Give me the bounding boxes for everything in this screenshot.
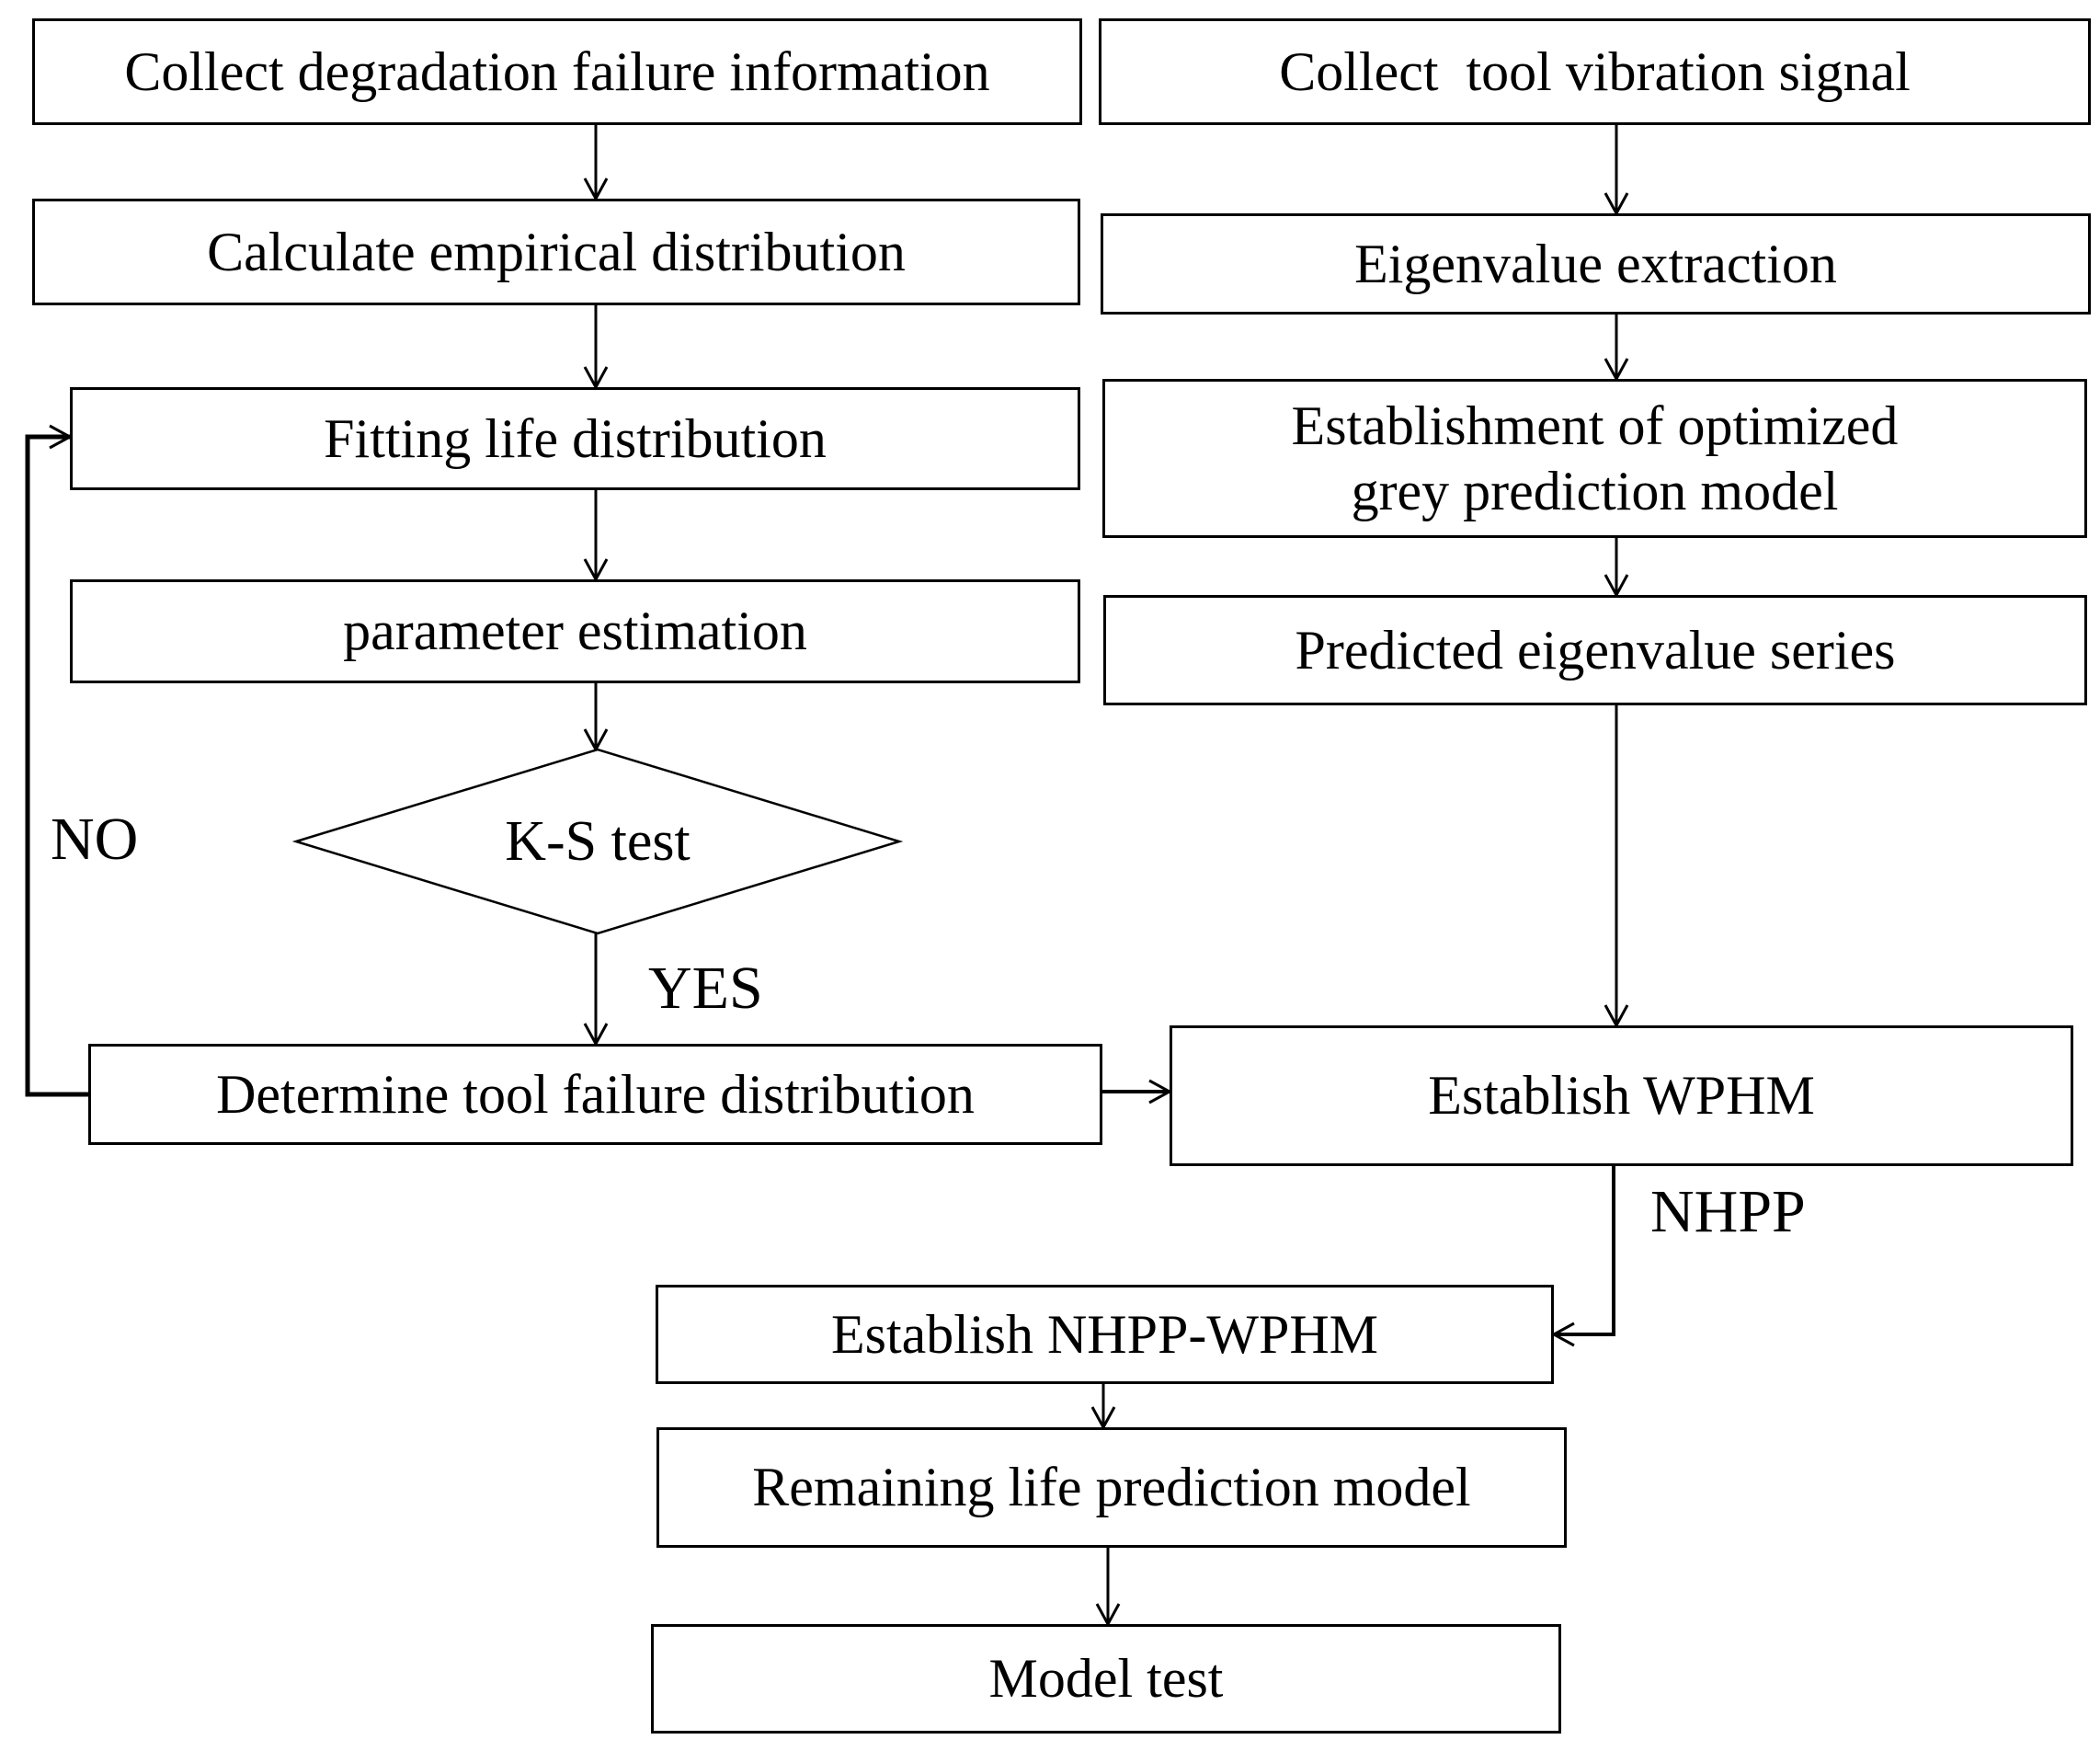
box-parameter-estimation: parameter estimation	[70, 579, 1080, 683]
box-optimized-grey-prediction-model: Establishment of optimized grey predicti…	[1102, 379, 2087, 538]
box-label: Predicted eigenvalue series	[1295, 619, 1896, 681]
box-collect-degradation-failure-information: Collect degradation failure information	[32, 18, 1082, 125]
box-label: Establish NHPP-WPHM	[830, 1303, 1379, 1365]
ks-test-decision-label: K-S test	[505, 809, 690, 873]
box-label: Model test	[988, 1648, 1224, 1710]
box-label: Determine tool failure distribution	[216, 1063, 975, 1125]
box-establish-nhpp-wphm: Establish NHPP-WPHM	[656, 1285, 1554, 1384]
box-label: Calculate empirical distribution	[207, 221, 906, 282]
box-label: Establish WPHM	[1428, 1065, 1815, 1127]
box-eigenvalue-extraction: Eigenvalue extraction	[1101, 213, 2091, 315]
box-label: parameter estimation	[343, 601, 807, 662]
edge-label-no: NO	[51, 806, 139, 873]
box-model-test: Model test	[651, 1624, 1561, 1734]
box-label: Eigenvalue extraction	[1354, 233, 1837, 294]
ks-test-diamond	[291, 748, 904, 935]
box-establish-wphm: Establish WPHM	[1170, 1025, 2073, 1166]
box-label: Fitting life distribution	[324, 407, 827, 469]
box-label: Collect degradation failure information	[124, 40, 990, 102]
edge-label-yes: YES	[648, 955, 763, 1022]
box-determine-tool-failure-distribution: Determine tool failure distribution	[88, 1044, 1102, 1145]
box-label: Establishment of optimized grey predicti…	[1291, 395, 1899, 521]
box-calculate-empirical-distribution: Calculate empirical distribution	[32, 199, 1080, 305]
box-fitting-life-distribution: Fitting life distribution	[70, 387, 1080, 490]
box-collect-tool-vibration-signal: Collect tool vibration signal	[1099, 18, 2091, 125]
edge-label-nhpp: NHPP	[1650, 1178, 1806, 1245]
box-label: Remaining life prediction model	[752, 1457, 1471, 1518]
arrow-no-feedback-loop	[25, 424, 88, 1097]
arrow-nhpp-to-nhppwphm	[1550, 1166, 1615, 1347]
box-remaining-life-prediction-model: Remaining life prediction model	[656, 1427, 1567, 1548]
box-predicted-eigenvalue-series: Predicted eigenvalue series	[1103, 595, 2087, 705]
box-label: Collect tool vibration signal	[1279, 40, 1911, 102]
